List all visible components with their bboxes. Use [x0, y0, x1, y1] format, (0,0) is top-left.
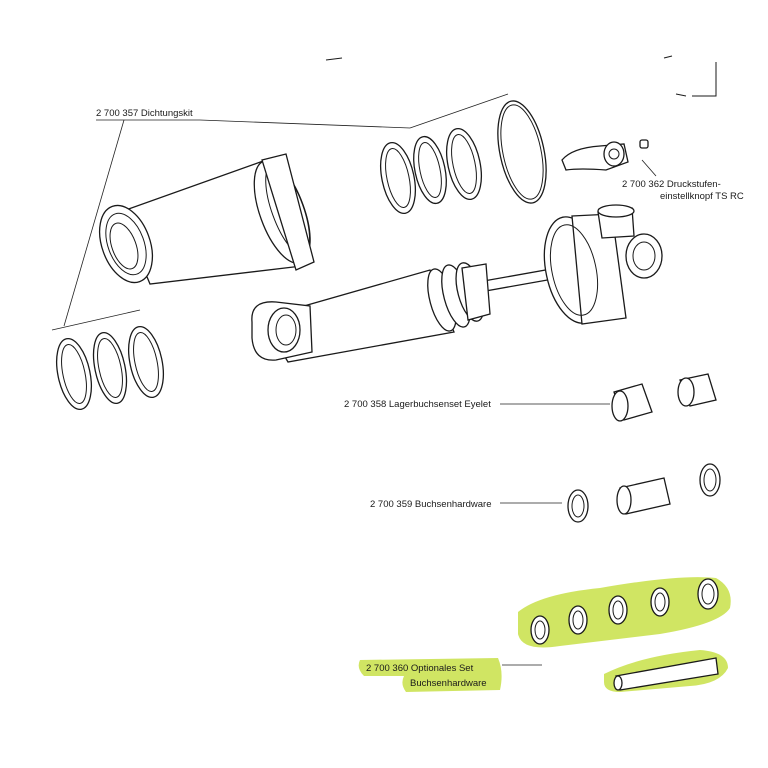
- damper-body: [251, 204, 663, 363]
- optional-label-highlight: [358, 658, 502, 692]
- label-knob-line2: einstellknopf TS RC: [660, 191, 744, 202]
- label-optional-line2: Buchsenhardware: [410, 678, 487, 689]
- eyelet-bushings: [611, 373, 717, 422]
- optional-set-highlight: [518, 577, 731, 692]
- bushing-hardware-parts: [567, 463, 721, 523]
- compression-knob: [561, 139, 649, 171]
- air-sleeve: [98, 153, 315, 285]
- label-bushing-hardware: 2 700 359 Buchsenhardware: [370, 499, 491, 510]
- seal-rings-upper: [380, 100, 547, 215]
- label-seal-kit: 2 700 357 Dichtungskit: [96, 108, 193, 119]
- seal-rings-lower: [56, 325, 164, 411]
- label-knob-line1: 2 700 362 Druckstufen-: [622, 179, 721, 190]
- label-eyelet-bushings: 2 700 358 Lagerbuchsenset Eyelet: [344, 399, 491, 410]
- label-optional-line1: 2 700 360 Optionales Set: [366, 663, 474, 674]
- leader-lines: [51, 93, 657, 666]
- corner-fragment: [325, 55, 717, 97]
